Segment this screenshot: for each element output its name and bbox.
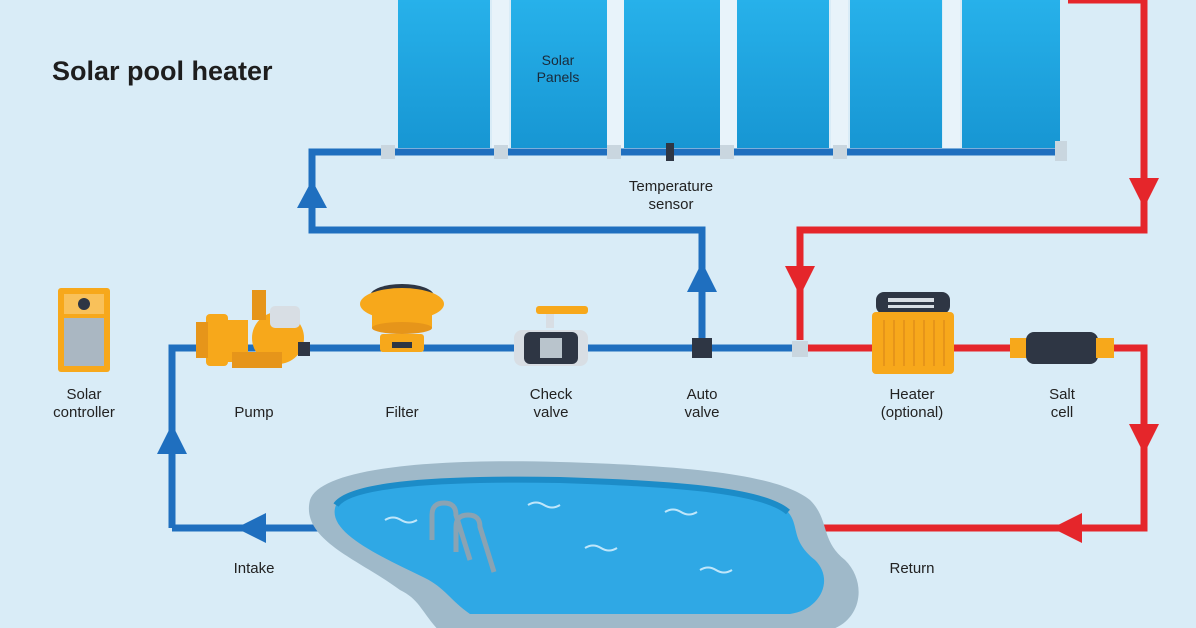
salt-cell-icon <box>1010 332 1114 364</box>
solar-panel <box>850 0 942 148</box>
auto-valve-label: Auto valve <box>684 386 720 421</box>
up-arrow-icon <box>297 180 327 208</box>
heater-label: Heater (optional) <box>880 386 944 421</box>
intake-label: Intake <box>233 560 275 577</box>
left-arrow-icon <box>236 513 266 543</box>
solar-panel <box>398 0 490 148</box>
filter-label: Filter <box>385 404 419 421</box>
solar-panel <box>962 0 1060 148</box>
solar-controller-label: Solar controller <box>53 386 115 421</box>
return-label: Return <box>889 560 935 577</box>
solar-panels <box>390 0 1070 150</box>
flow-arrows <box>157 178 1159 543</box>
down-arrow-icon <box>785 266 815 296</box>
down-arrow-icon <box>1129 178 1159 208</box>
down-arrow-icon <box>1129 424 1159 454</box>
pool-ladder-icon <box>429 500 497 573</box>
temperature-sensor-label: Temperature sensor <box>628 178 714 213</box>
solar-panel <box>511 0 607 148</box>
solar-panel <box>624 0 720 148</box>
temperature-sensor-icon <box>666 143 674 161</box>
left-arrow-icon <box>1052 513 1082 543</box>
check-valve-label: Check valve <box>529 386 573 421</box>
solar-panel <box>737 0 829 148</box>
pipe-fittings <box>381 141 1067 357</box>
check-valve-icon <box>514 306 588 366</box>
salt-cell-label: Salt cell <box>1049 386 1075 421</box>
diagram-title: Solar pool heater <box>52 56 273 86</box>
solar-panels-label: Solar Panels <box>536 52 580 85</box>
up-arrow-icon <box>687 262 717 292</box>
up-arrow-icon <box>157 424 187 454</box>
pump-icon <box>196 290 310 368</box>
heater-icon <box>872 292 954 374</box>
auto-valve-icon <box>692 338 712 358</box>
swimming-pool <box>308 461 859 628</box>
filter-icon <box>360 284 444 352</box>
pump-label: Pump <box>234 404 274 421</box>
solar-controller-icon <box>58 288 110 372</box>
